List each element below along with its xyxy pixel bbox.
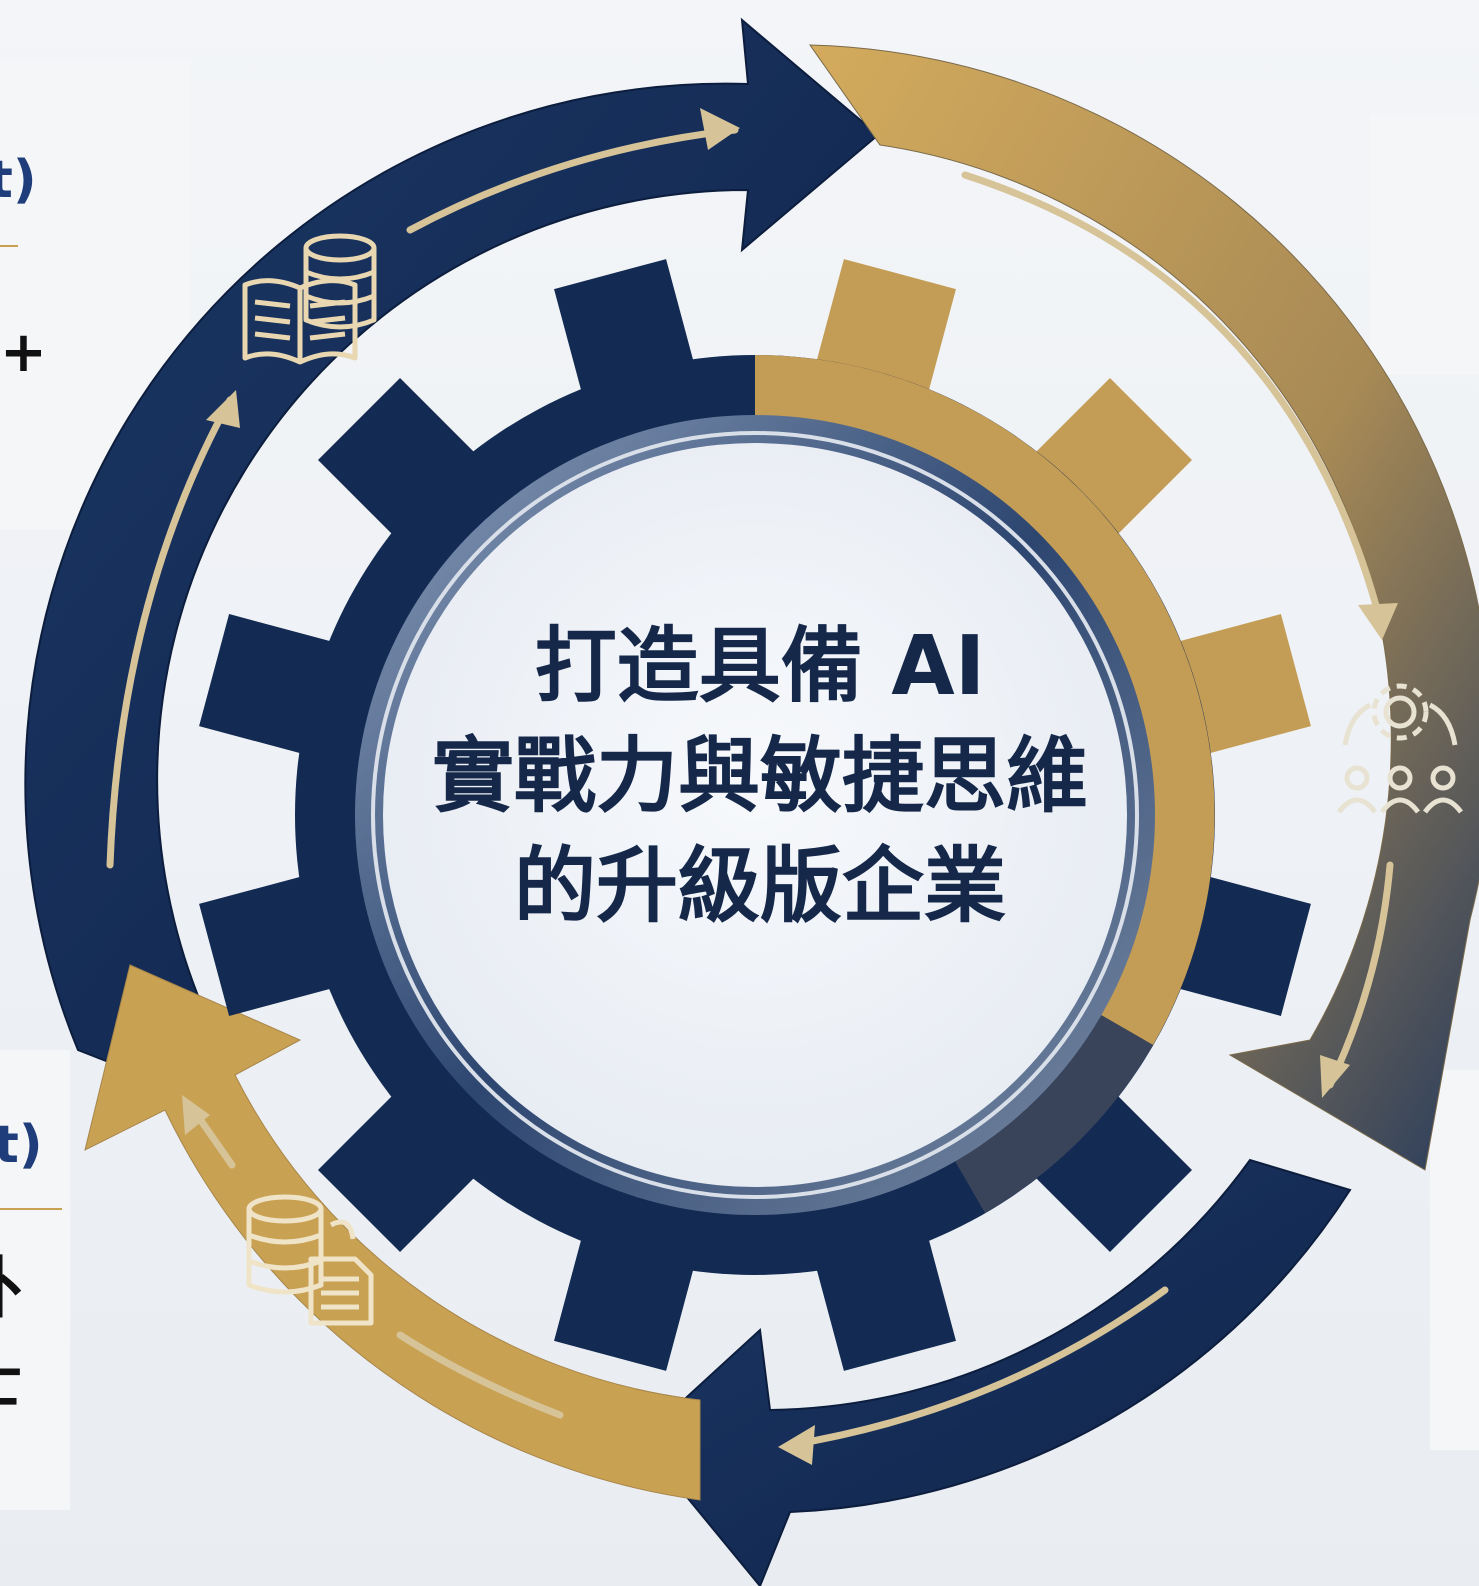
gear-inner-ring-edge (371, 431, 1139, 1199)
book-database-icon (242, 233, 377, 365)
flow-arrow-left (106, 396, 234, 869)
left-panel-divider (0, 245, 18, 247)
right-panel-bottom (1430, 1070, 1479, 1450)
left-top-label-tail: t) (0, 150, 37, 210)
arc-navy-bottom (638, 1158, 1352, 1586)
flow-head-bottom (778, 1425, 815, 1465)
flow-arrow-top (406, 126, 739, 234)
arc-gold-top-right (809, 44, 1479, 1171)
left-panel-divider-bottom (0, 1208, 62, 1210)
gear (199, 259, 1311, 1371)
gear-team-icon (1337, 683, 1463, 814)
left-panel-bottom (0, 1050, 70, 1510)
flow-head-bottom-left (182, 1095, 210, 1135)
flow-head-right (1358, 603, 1398, 640)
center-disc (383, 443, 1127, 1187)
flow-arrow-right-upper (961, 171, 1384, 624)
flow-head-left (206, 390, 240, 428)
center-title-line-2: 實戰力與敏捷思維 (431, 729, 1088, 824)
flow-arrow-bottom-left-tail (396, 1331, 564, 1419)
database-document-icon (246, 1194, 374, 1326)
center-title-line-3: 的升級版企業 (513, 839, 1006, 934)
flow-head-top (700, 108, 740, 150)
flow-arrow-bottom (786, 1286, 1169, 1449)
left-bottom-char-2: 士 (0, 1330, 22, 1420)
flow-head-right-lower (1320, 1055, 1350, 1098)
inner-flow-arrowheads (182, 108, 1398, 1465)
arc-navy-top-left (24, 17, 880, 1077)
right-panel-top (1370, 115, 1479, 375)
flow-arrow-right-lower (1326, 861, 1394, 1089)
center-title-line-1: 打造具備 AI (534, 619, 986, 714)
arc-gold-bottom-left (84, 964, 701, 1501)
left-bottom-label-tail: t) (0, 1115, 43, 1175)
left-bottom-char-1: 外 (0, 1235, 22, 1331)
center-title: 打造具備 AI 實戰力與敏捷思維 的升級版企業 (380, 612, 1140, 942)
left-top-plus: + (0, 320, 47, 385)
